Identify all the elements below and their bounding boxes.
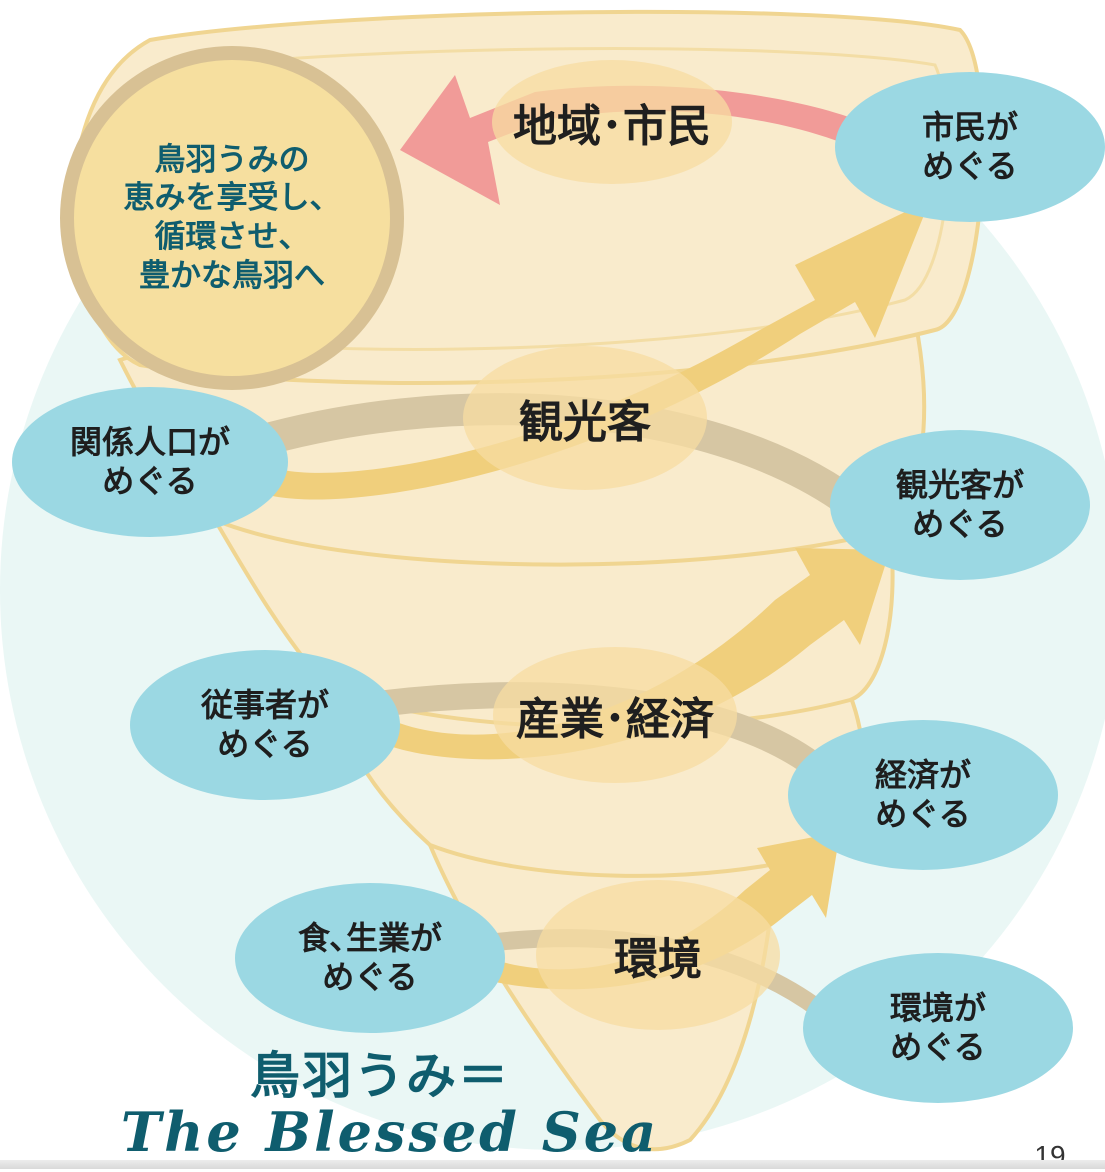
category-ellipse-region — [492, 60, 732, 184]
category-industry: 産業･経済 — [516, 694, 714, 745]
bubble-workers — [130, 650, 400, 800]
bubble-citizens-label: 市民が めぐる — [921, 107, 1018, 185]
title-english: The Blessed Sea — [120, 1100, 660, 1164]
bubble-citizens — [835, 72, 1105, 222]
category-environment: 環境 — [614, 934, 702, 985]
category-region: 地域･市民 — [513, 101, 711, 152]
center-circle-text: 鳥羽うみの 恵みを享受し、 循環させ、 豊かな鳥羽へ — [123, 141, 341, 294]
center-circle — [74, 60, 390, 376]
category-ellipse-tourist — [463, 346, 707, 490]
bubble-related-population — [12, 387, 288, 537]
bubble-economy — [788, 720, 1058, 870]
bubble-related-population-label: 関係人口が めぐる — [69, 422, 230, 500]
bottom-bar — [0, 1160, 1105, 1169]
bubble-tourists — [830, 430, 1090, 580]
category-ellipse-industry — [493, 647, 737, 783]
bubble-economy-label: 経済が めぐる — [874, 755, 971, 833]
bubble-environment — [803, 953, 1073, 1103]
category-tourist: 観光客 — [519, 397, 651, 448]
bubble-tourists-label: 観光客が めぐる — [895, 465, 1024, 543]
category-ellipse-environment — [536, 880, 780, 1030]
title-japanese: 鳥羽うみ＝ — [250, 1047, 510, 1105]
bubble-environment-label: 環境が めぐる — [889, 988, 986, 1066]
bubble-food-livelihood — [235, 883, 505, 1033]
bubble-workers-label: 従事者が めぐる — [200, 685, 329, 763]
bubble-food-livelihood-label: 食､生業が めぐる — [297, 918, 442, 996]
